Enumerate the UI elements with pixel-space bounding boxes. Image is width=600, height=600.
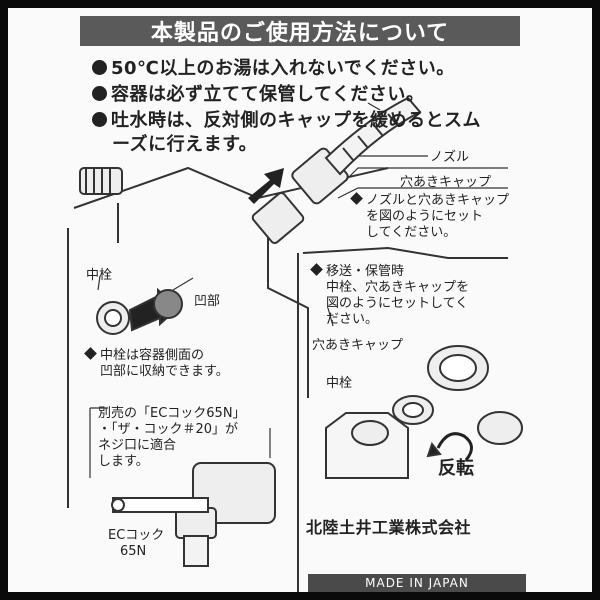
- nozzle-instruction: ノズルと穴あきキャップ を図のようにセット してください。: [350, 192, 509, 241]
- plug-label-2: 中栓: [326, 376, 353, 391]
- transport-drawing: [325, 345, 523, 479]
- left-cap-drawing: [79, 167, 123, 195]
- page-title: 本製品のご使用方法について: [80, 16, 520, 46]
- vented-cap-label: 穴あきキャップ: [400, 175, 492, 190]
- nozzle-label: ノズル: [430, 150, 470, 165]
- transport-instruction: 移送・保管時 中栓、穴あきキャップを 図のようにセットしてく ださい。: [310, 263, 469, 328]
- nozzle-drawing: [251, 96, 422, 245]
- diamond-icon: [310, 263, 323, 276]
- bullet-icon: [92, 112, 107, 127]
- plug-drawing: [96, 275, 194, 335]
- note-dispensing-cont: ーズに行えます。: [112, 134, 258, 155]
- bullet-icon: [92, 86, 107, 101]
- product-illustration: [67, 96, 523, 592]
- manufacturer-name: 北陸土井工業株式会社: [306, 518, 472, 537]
- note-storage: 容器は必ず立てて保管してください。: [92, 80, 424, 106]
- note-text: 吐水時は、反対側のキャップを緩めるとスム: [111, 110, 481, 131]
- plug-label: 中栓: [86, 268, 113, 283]
- vented-cap-label-2: 穴あきキャップ: [312, 338, 404, 353]
- cock-compatibility: 別売の「ECコック65N」 ・「ザ・コック＃20」が ネジ口に適合 します。: [98, 406, 246, 469]
- ec-cock-label: ECコック 65N: [108, 528, 165, 559]
- cock-drawing: [111, 462, 276, 567]
- note-text: 容器は必ず立てて保管してください。: [111, 84, 425, 105]
- note-dispensing: 吐水時は、反対側のキャップを緩めるとスム: [92, 106, 481, 132]
- reverse-label: 反転: [438, 458, 474, 479]
- plug-instruction: 中栓は容器側面の 凹部に収納できます。: [84, 347, 229, 380]
- note-temperature: 50℃以上のお湯は入れないでください。: [92, 54, 455, 80]
- diamond-icon: [350, 192, 363, 205]
- made-in-badge: MADE IN JAPAN: [308, 574, 526, 592]
- diamond-icon: [84, 347, 97, 360]
- recess-label: 凹部: [194, 294, 221, 309]
- nozzle-arrow: [248, 168, 284, 204]
- note-text: 50℃以上のお湯は入れないでください。: [111, 58, 455, 79]
- bullet-icon: [92, 60, 107, 75]
